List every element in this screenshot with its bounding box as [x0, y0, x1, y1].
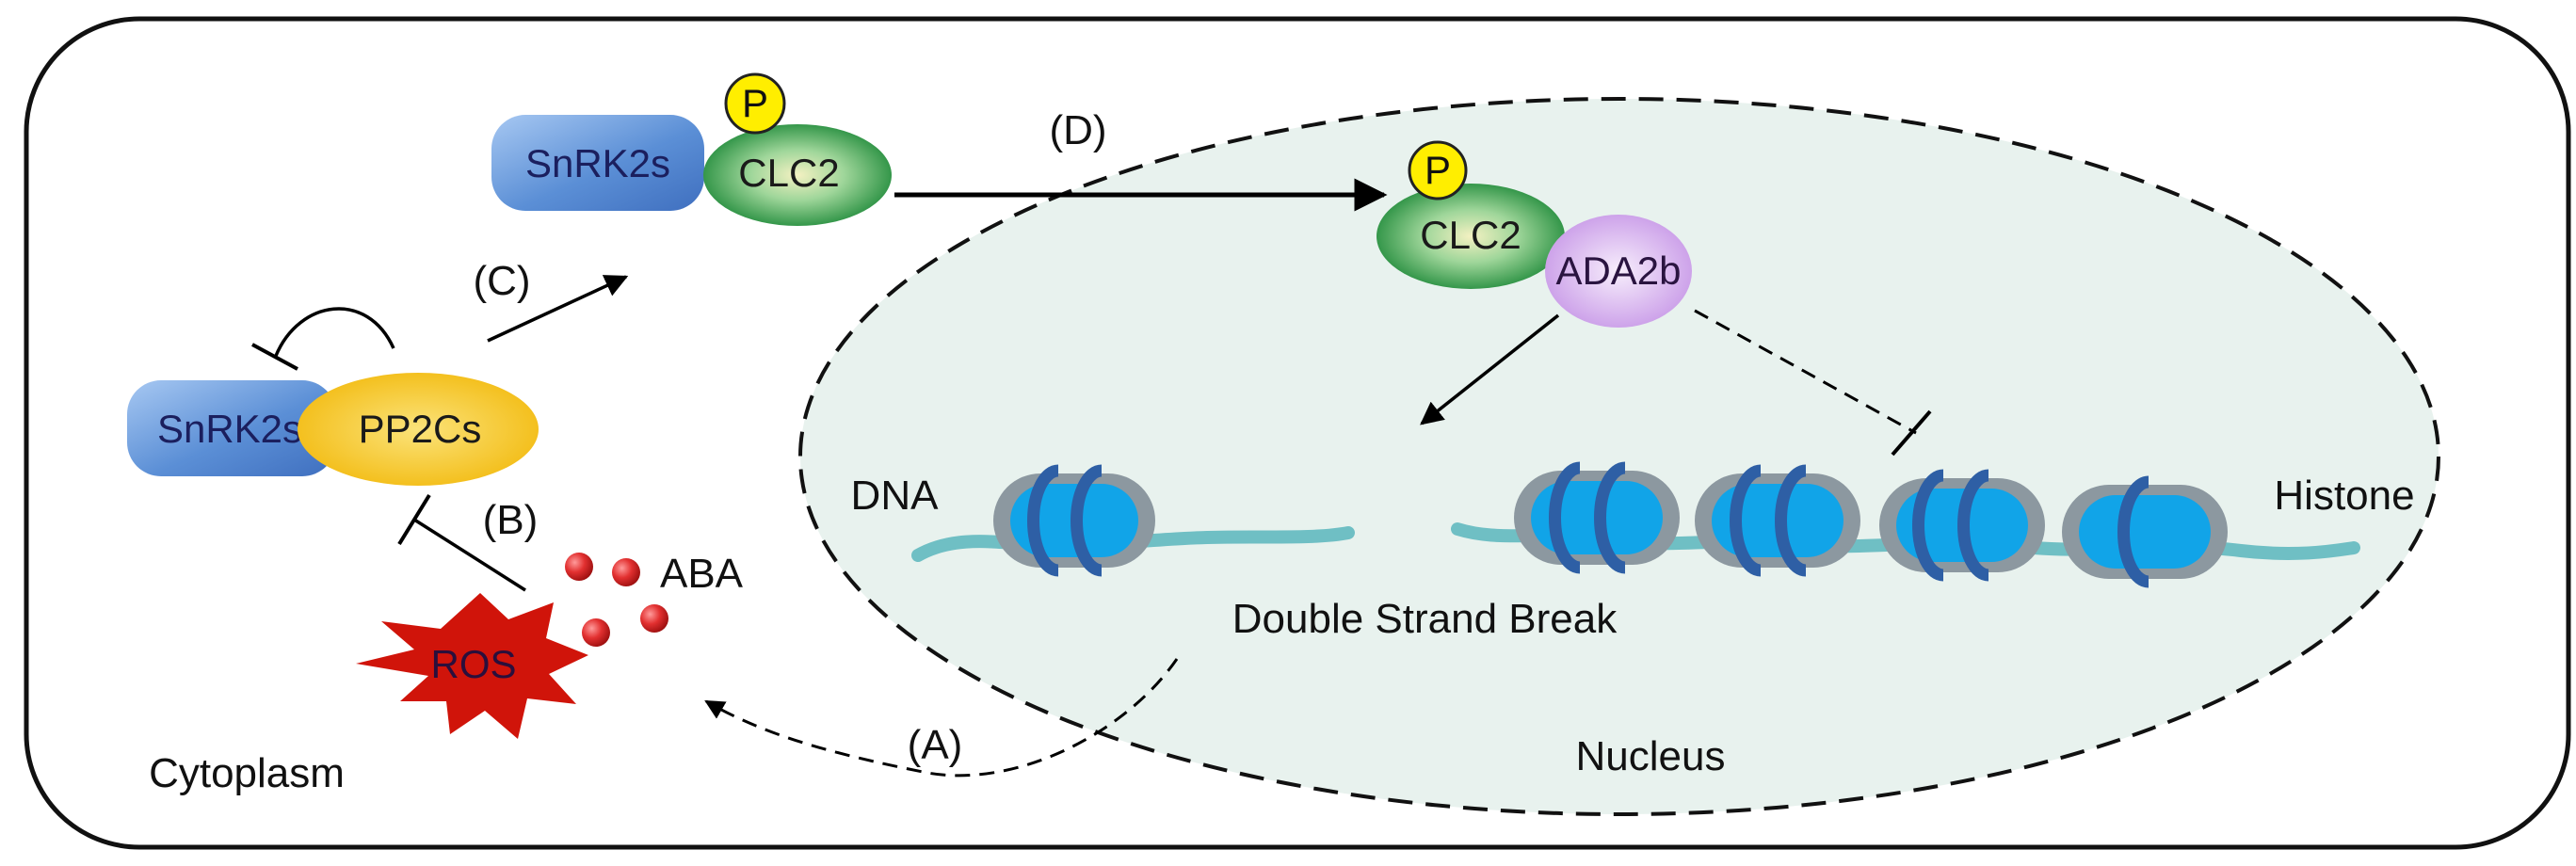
- ros-burst-icon: [356, 593, 588, 739]
- aba-dot: [612, 558, 640, 586]
- arrow-a: [704, 658, 1179, 778]
- aba-dot: [565, 553, 593, 581]
- clc2-nuc-label: CLC2: [1420, 213, 1521, 257]
- cytoplasm-label: Cytoplasm: [149, 750, 345, 796]
- nucleus-label: Nucleus: [1576, 733, 1726, 779]
- inhibit-ada2b-histones: [1694, 309, 1917, 435]
- phospho-top-icon: [724, 72, 786, 135]
- nucleosome: [993, 464, 1155, 577]
- nucleosome: [1514, 461, 1680, 574]
- step-a-label: (A): [908, 722, 963, 768]
- inhibit-bar-pp2cs: [397, 493, 431, 546]
- inhibit-pp2cs-snrk2s: [274, 307, 395, 357]
- step-c-label: (C): [473, 258, 530, 304]
- nucleosome: [2062, 475, 2228, 588]
- nucleosome: [1695, 464, 1860, 577]
- snrk2s-pp2cs-complex: SnRK2s PP2Cs: [127, 373, 539, 486]
- clc2-nuc-node: [1377, 184, 1565, 289]
- nucleus-envelope: [798, 97, 2440, 816]
- phospho-nuc-label: P: [1425, 148, 1451, 192]
- snrk2s-top-node: [491, 115, 704, 211]
- clc2-top-label: CLC2: [738, 151, 839, 195]
- pp2cs-node: [298, 373, 539, 486]
- snrk2s-left-node: [127, 380, 336, 476]
- step-b-label: (B): [483, 497, 539, 543]
- phospho-nuc-icon: [1408, 140, 1468, 200]
- inhibit-bar-histones: [1891, 409, 1932, 457]
- aba-dot: [582, 618, 610, 647]
- histone-label: Histone: [2274, 473, 2414, 519]
- nucleosome: [1879, 469, 2045, 582]
- inhibit-aba-pp2cs: [413, 518, 526, 592]
- clc2-top-node: [703, 124, 892, 226]
- aba-molecules: [565, 553, 668, 647]
- dna-label: DNA: [851, 473, 940, 519]
- aba-dot: [640, 604, 668, 633]
- inhibit-bar-snrk2s: [251, 343, 298, 371]
- snrk2s-clc2-complex-top: SnRK2s CLC2 P: [491, 72, 892, 226]
- double-strand-break-label: Double Strand Break: [1232, 596, 1618, 642]
- arrow-ada2b-to-dsb: [1420, 313, 1560, 425]
- step-d-label: (D): [1049, 107, 1106, 153]
- ros-label: ROS: [430, 642, 516, 686]
- pp2cs-label: PP2Cs: [359, 407, 482, 451]
- clc2-ada2b-complex: CLC2 P ADA2b: [1377, 140, 1692, 328]
- ada2b-node: [1545, 215, 1692, 328]
- aba-label: ABA: [660, 551, 744, 597]
- arrow-c: [487, 275, 629, 343]
- phospho-top-label: P: [742, 81, 768, 125]
- snrk2s-top-label: SnRK2s: [525, 141, 670, 185]
- snrk2s-left-label: SnRK2s: [157, 407, 302, 451]
- ada2b-label: ADA2b: [1555, 249, 1681, 293]
